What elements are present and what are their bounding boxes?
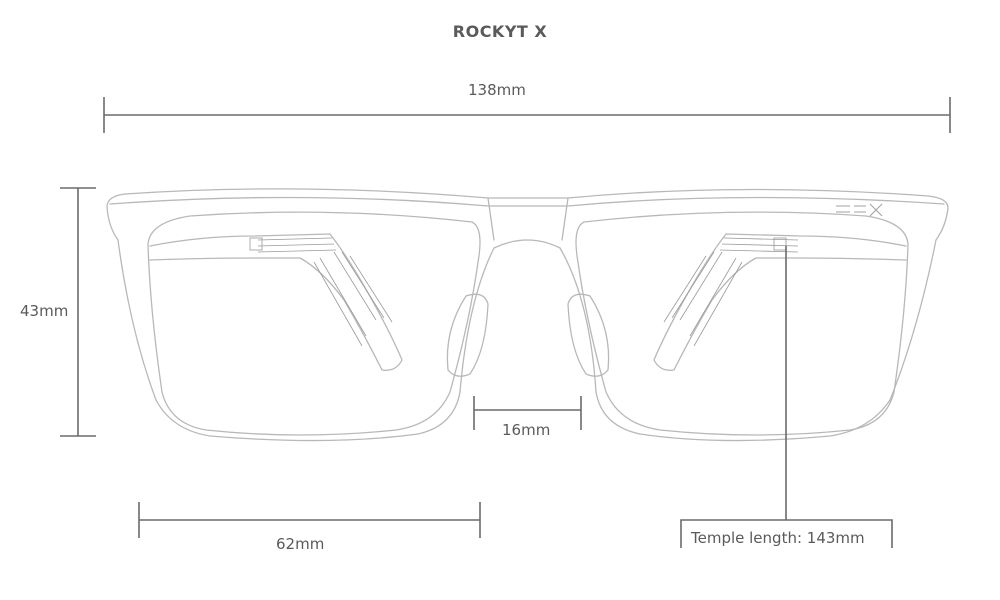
- lens-left: [147, 211, 481, 436]
- brow-line: [109, 196, 945, 207]
- temple-label-bracket: [680, 519, 893, 548]
- bridge-left-edge: [487, 197, 495, 241]
- dimension-lines: [60, 97, 951, 548]
- brand-logo-mark: [836, 203, 883, 217]
- temple-grip-texture: [249, 237, 799, 347]
- product-title: ROCKYT X: [452, 22, 548, 41]
- lens-width-label: 62mm: [276, 535, 325, 553]
- lens-height-label: 43mm: [20, 302, 69, 320]
- lens-right: [575, 211, 909, 436]
- nose-pad-left: [446, 293, 489, 377]
- frame-outline: [106, 188, 949, 442]
- temple-logo-left: [249, 237, 263, 251]
- bridge-width-label: 16mm: [502, 421, 551, 439]
- temple-left: [149, 233, 403, 371]
- glasses-illustration: [106, 188, 949, 442]
- nose-pad-right: [567, 293, 610, 377]
- temple-right: [653, 233, 907, 371]
- temple-length-label: Temple length: 143mm: [691, 529, 865, 547]
- frame-width-label: 138mm: [468, 81, 526, 99]
- bridge-right-edge: [561, 197, 569, 241]
- temple-logo-right: [773, 237, 787, 251]
